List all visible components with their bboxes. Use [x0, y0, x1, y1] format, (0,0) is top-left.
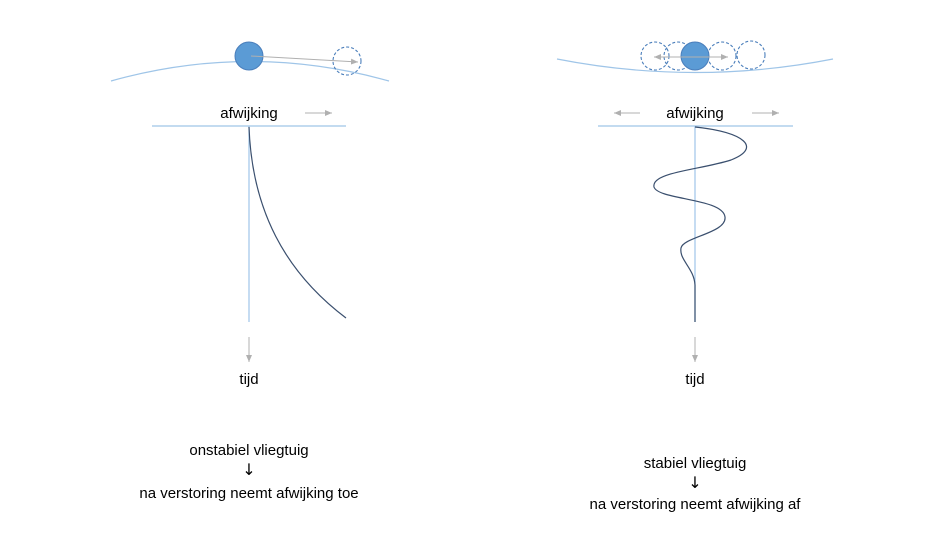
valley-curve — [556, 58, 834, 74]
caption-arrow: ↓ — [242, 460, 255, 479]
ball — [234, 41, 264, 71]
unstable-panel: afwijking tijd onstabiel vliegtuig ↓ na … — [110, 41, 390, 502]
ball — [680, 41, 710, 71]
caption-text: na verstoring neemt afwijking toe — [139, 485, 358, 502]
ghost-ball — [736, 40, 766, 70]
time-axis-label: tijd — [685, 371, 704, 388]
caption-title: stabiel vliegtuig — [644, 455, 747, 472]
roll-direction-arrow — [250, 55, 359, 65]
deviation-axis-label: afwijking — [666, 105, 724, 122]
stable-panel: afwijking tijd stabiel vliegtuig ↓ na ve… — [556, 40, 834, 513]
deviation-response-curve — [248, 126, 347, 319]
time-axis-label: tijd — [239, 371, 258, 388]
caption-arrow: ↓ — [688, 473, 701, 492]
caption-text: na verstoring neemt afwijking af — [590, 496, 802, 513]
ghost-ball — [707, 41, 737, 71]
ghost-ball — [332, 46, 362, 76]
deviation-axis-label: afwijking — [220, 105, 278, 122]
deviation-response-curve — [653, 126, 748, 322]
caption-title: onstabiel vliegtuig — [189, 442, 308, 459]
ghost-ball — [640, 41, 670, 71]
